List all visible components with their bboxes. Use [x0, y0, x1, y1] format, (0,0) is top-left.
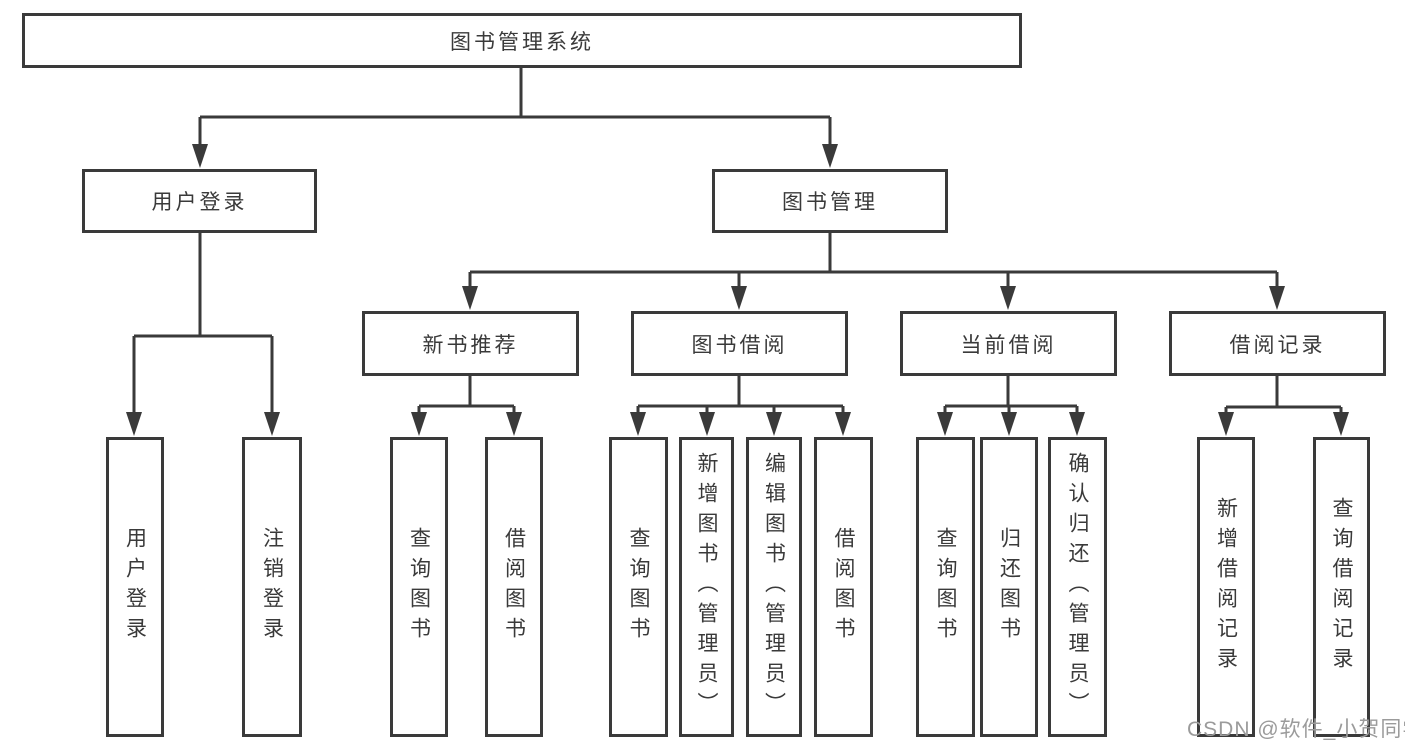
leaf-edit-book-admin: 编辑图书（管理员）: [746, 437, 802, 737]
leaf-return-books-label: 归还图书: [997, 527, 1021, 647]
leaf-borrow-books-recommend-label: 借阅图书: [502, 527, 526, 647]
node-new-book-recommend-label: 新书推荐: [422, 333, 519, 357]
leaf-edit-book-admin-label: 编辑图书（管理员）: [762, 452, 786, 722]
arrowhead-icons: [126, 144, 1349, 436]
leaf-query-books-current: 查询图书: [916, 437, 975, 737]
leaf-query-borrow-record: 查询借阅记录: [1313, 437, 1370, 737]
leaf-logout-label: 注销登录: [260, 527, 284, 647]
node-current-borrowing-label: 当前借阅: [960, 333, 1057, 357]
node-user-login-label: 用户登录: [151, 191, 248, 214]
leaf-query-books-recommend-label: 查询图书: [407, 527, 431, 647]
leaf-query-books-borrowing: 查询图书: [609, 437, 668, 737]
leaf-query-books-recommend: 查询图书: [390, 437, 448, 737]
leaf-user-login: 用户登录: [106, 437, 164, 737]
leaf-logout: 注销登录: [242, 437, 302, 737]
node-book-borrowing: 图书借阅: [631, 311, 848, 376]
node-root-label: 图书管理系统: [450, 30, 594, 54]
leaf-query-borrow-record-label: 查询借阅记录: [1330, 497, 1354, 677]
leaf-query-books-borrowing-label: 查询图书: [627, 527, 651, 647]
leaf-add-book-admin: 新增图书（管理员）: [679, 437, 734, 737]
node-user-login: 用户登录: [82, 169, 317, 233]
leaf-user-login-label: 用户登录: [123, 527, 147, 647]
leaf-confirm-return-admin: 确认归还（管理员）: [1048, 437, 1107, 737]
leaf-return-books: 归还图书: [980, 437, 1038, 737]
leaf-add-borrow-record: 新增借阅记录: [1197, 437, 1255, 737]
node-book-management-label: 图书管理: [782, 191, 878, 214]
node-current-borrowing: 当前借阅: [900, 311, 1117, 376]
node-root: 图书管理系统: [22, 13, 1022, 68]
node-book-borrowing-label: 图书借阅: [691, 333, 788, 357]
node-new-book-recommend: 新书推荐: [362, 311, 579, 376]
leaf-add-borrow-record-label: 新增借阅记录: [1214, 497, 1238, 677]
leaf-add-book-admin-label: 新增图书（管理员）: [695, 452, 719, 722]
leaf-borrow-books-recommend: 借阅图书: [485, 437, 543, 737]
watermark: CSDN @软件_小贺同学: [1187, 718, 1405, 741]
leaf-borrow-books-borrowing: 借阅图书: [814, 437, 873, 737]
leaf-confirm-return-admin-label: 确认归还（管理员）: [1066, 452, 1090, 722]
node-borrowing-records-label: 借阅记录: [1229, 333, 1326, 357]
node-book-management: 图书管理: [712, 169, 948, 233]
leaf-query-books-current-label: 查询图书: [934, 527, 958, 647]
node-borrowing-records: 借阅记录: [1169, 311, 1386, 376]
leaf-borrow-books-borrowing-label: 借阅图书: [832, 527, 856, 647]
